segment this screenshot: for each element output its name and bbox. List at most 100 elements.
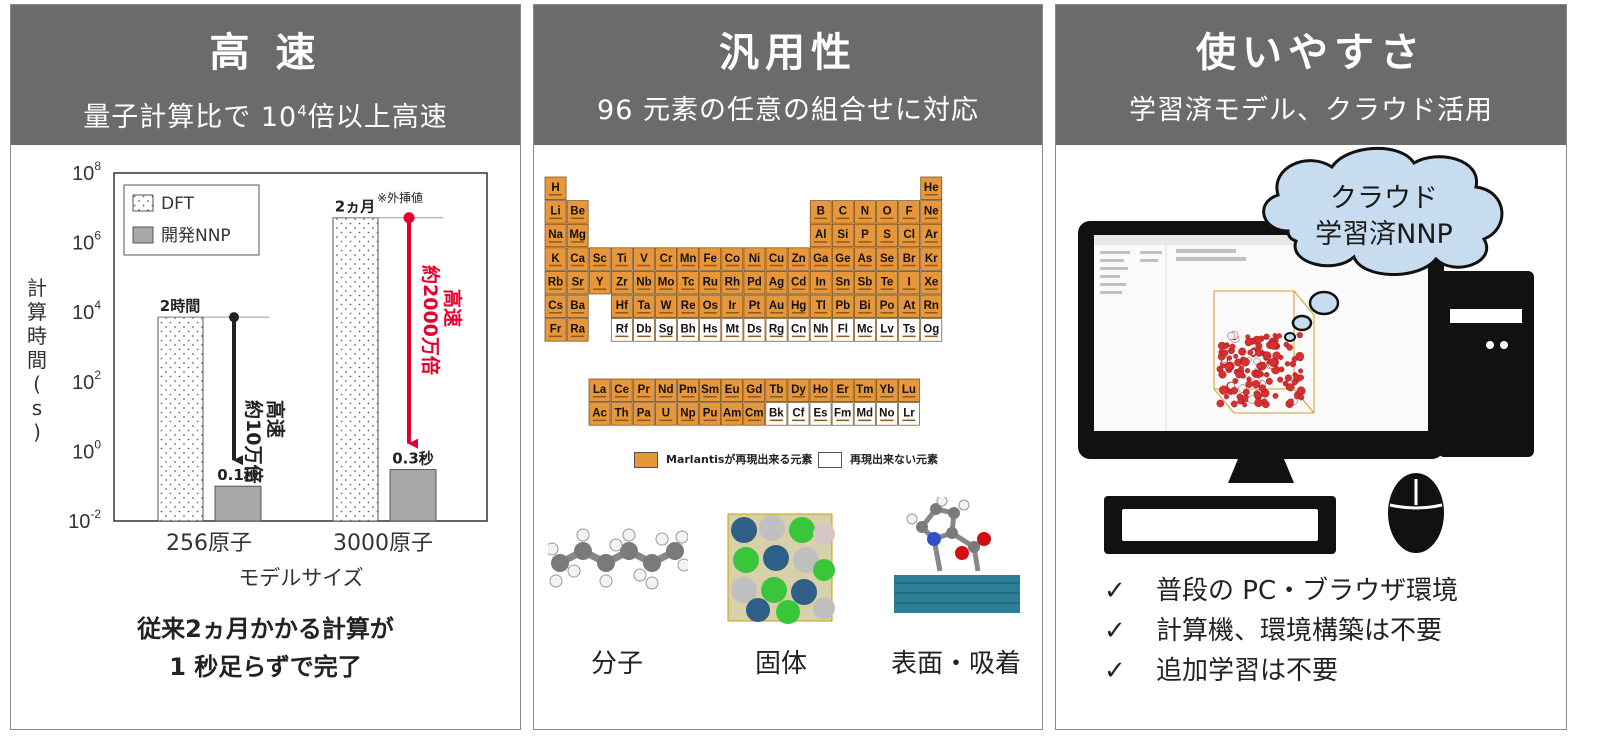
keyboard-keys bbox=[1122, 509, 1318, 541]
y-tick-exp: 4 bbox=[94, 298, 101, 312]
element-cell: Rf bbox=[610, 318, 633, 342]
element-symbol: Bh bbox=[680, 324, 695, 336]
element-symbol: Fm bbox=[834, 408, 851, 420]
bar-value-label: 0.1秒 bbox=[217, 466, 259, 484]
checklist-item-text: 追加学習は不要 bbox=[1156, 656, 1339, 686]
plot-frame bbox=[113, 172, 488, 522]
element-symbol: Ds bbox=[747, 324, 762, 336]
element-symbol: Po bbox=[880, 300, 895, 312]
element-symbol: Nb bbox=[636, 276, 651, 288]
speed-caption-line2: 1 秒足らずで完了 bbox=[169, 653, 362, 681]
extrapolated-note: ※外挿値 bbox=[377, 190, 423, 205]
element-cell: Zr bbox=[610, 271, 633, 295]
element-cell: Cr bbox=[655, 247, 677, 271]
element-cell: Zn bbox=[787, 247, 810, 271]
element-cell: Sr bbox=[566, 271, 589, 295]
element-symbol: La bbox=[593, 384, 607, 396]
element-cell: He bbox=[920, 176, 943, 200]
element-cell: Tc bbox=[677, 271, 700, 295]
element-symbol: Zr bbox=[616, 276, 628, 288]
element-cell: Eu bbox=[721, 378, 744, 402]
element-symbol: Sc bbox=[593, 253, 608, 265]
element-cell: Og bbox=[920, 318, 943, 342]
element-cell: Cn bbox=[787, 318, 810, 342]
element-cell: Ho bbox=[809, 378, 832, 402]
element-symbol: Fr bbox=[550, 324, 562, 336]
element-symbol: Pt bbox=[749, 300, 761, 312]
element-symbol: Ho bbox=[813, 384, 828, 396]
checklist-item: ✓計算機、環境構築は不要 bbox=[1104, 611, 1458, 651]
usability-title: 使いやすさ bbox=[1196, 30, 1426, 76]
element-cell: Cu bbox=[765, 247, 788, 271]
bar-value-label: 2時間 bbox=[160, 297, 200, 315]
y-tick: 10-2 bbox=[68, 507, 101, 533]
element-cell: Cs bbox=[544, 294, 567, 318]
element-cell: Tm bbox=[853, 378, 876, 402]
element-cell: Ne bbox=[920, 200, 943, 224]
usability-header: 使いやすさ 学習済モデル、クラウド活用 bbox=[1056, 5, 1566, 145]
element-symbol: Be bbox=[570, 206, 585, 218]
element-cell: H bbox=[544, 176, 567, 200]
x-axis-label: モデルサイズ bbox=[238, 566, 363, 590]
element-cell: Rb bbox=[544, 271, 567, 295]
element-symbol: Cm bbox=[745, 408, 764, 420]
speed-title: 高 速 bbox=[209, 30, 322, 76]
element-symbol: Y bbox=[596, 276, 604, 288]
element-cell: Mt bbox=[721, 318, 744, 342]
element-symbol: U bbox=[662, 408, 670, 420]
element-cell: Pu bbox=[699, 402, 721, 426]
element-cell: Po bbox=[876, 294, 898, 318]
element-symbol: Mc bbox=[857, 324, 874, 336]
element-symbol: Yb bbox=[879, 384, 894, 396]
element-cell: At bbox=[898, 294, 921, 318]
element-cell: Pb bbox=[831, 294, 854, 318]
tower-drive-slot bbox=[1450, 309, 1522, 323]
bar-value-label: 2ヵ月 bbox=[335, 198, 375, 216]
element-cell: Sc bbox=[588, 247, 611, 271]
svg-text:108: 108 bbox=[72, 159, 101, 185]
element-symbol: Nh bbox=[813, 324, 828, 336]
arrow-start-dot bbox=[403, 212, 415, 224]
element-symbol: Pu bbox=[703, 408, 718, 420]
element-symbol: Li bbox=[550, 206, 560, 218]
element-symbol: Ga bbox=[813, 253, 829, 265]
element-cell: Br bbox=[898, 247, 921, 271]
element-symbol: P bbox=[861, 229, 869, 241]
element-symbol: Er bbox=[837, 384, 850, 396]
checklist-item-text: 計算機、環境構築は不要 bbox=[1156, 616, 1443, 646]
speedup-label-2: 約2000万倍 高速 bbox=[419, 265, 464, 375]
versatility-title: 汎用性 bbox=[719, 30, 857, 76]
element-symbol: Lr bbox=[903, 408, 915, 420]
element-cell: In bbox=[809, 271, 832, 295]
svg-text:106: 106 bbox=[72, 229, 101, 255]
element-symbol: Ce bbox=[614, 384, 629, 396]
speed-header: 高 速 量子計算比で 104倍以上高速 bbox=[11, 5, 520, 145]
element-cell: Nb bbox=[633, 271, 655, 295]
svg-text:100: 100 bbox=[72, 437, 101, 463]
element-cell: Sb bbox=[854, 271, 876, 295]
element-cell: No bbox=[875, 402, 898, 426]
element-cell: Ge bbox=[831, 247, 854, 271]
element-cell: Ta bbox=[633, 294, 655, 318]
element-cell: Nh bbox=[809, 318, 832, 342]
element-cell: Lr bbox=[898, 402, 920, 426]
y-tick: 106 bbox=[72, 229, 101, 255]
element-symbol: Ca bbox=[570, 253, 585, 265]
y-axis-label-char: ( bbox=[33, 372, 41, 396]
speed-subtitle: 量子計算比で 104倍以上高速 bbox=[11, 95, 520, 134]
feature-checklist: ✓普段の PC・ブラウザ環境 ✓計算機、環境構築は不要 ✓追加学習は不要 bbox=[1104, 571, 1458, 691]
element-symbol: Sb bbox=[858, 276, 873, 288]
check-icon: ✓ bbox=[1104, 656, 1126, 686]
element-symbol: Tl bbox=[816, 300, 826, 312]
element-symbol: Te bbox=[881, 276, 894, 288]
svg-text:104: 104 bbox=[72, 298, 101, 324]
element-symbol: V bbox=[640, 253, 648, 265]
check-icon: ✓ bbox=[1104, 576, 1126, 606]
versatility-subtitle: 96 元素の任意の組合せに対応 bbox=[597, 95, 979, 126]
element-cell: Rn bbox=[920, 294, 943, 318]
cloud-label-line1: クラウド bbox=[1330, 183, 1438, 214]
element-cell: Bk bbox=[765, 402, 788, 426]
element-cell: Ce bbox=[610, 378, 633, 402]
element-cell: Ra bbox=[566, 318, 589, 342]
